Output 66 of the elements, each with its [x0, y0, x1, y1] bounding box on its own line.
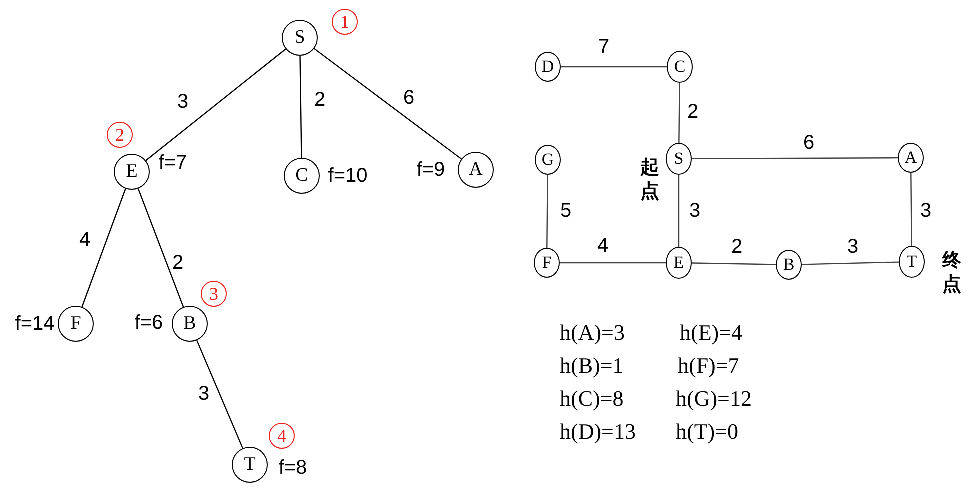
edge-label: 3 — [920, 201, 932, 221]
heuristic-value: h(E)=4 — [680, 322, 742, 344]
step-number: 4 — [269, 423, 295, 449]
edge-label: 2 — [314, 90, 326, 110]
f-value-label: f=7 — [158, 153, 188, 173]
edge-label: 2 — [687, 102, 699, 122]
edge-label: 4 — [597, 236, 609, 256]
edge-line — [678, 83, 680, 143]
edge-line — [146, 48, 286, 162]
step-number: 1 — [332, 9, 358, 35]
heuristic-value: h(A)=3 — [560, 322, 625, 344]
edge-label: 3 — [689, 201, 701, 221]
heuristic-value: h(F)=7 — [678, 355, 740, 377]
edge-line — [561, 66, 667, 68]
edge-label: 2 — [172, 253, 184, 273]
edge-line — [82, 188, 126, 308]
f-value-label: f=14 — [15, 314, 55, 334]
edge-line — [314, 48, 462, 160]
node-circle: F — [534, 248, 560, 278]
f-value-label: f=8 — [278, 458, 308, 478]
edge-label: 6 — [803, 133, 815, 153]
edge-line — [802, 262, 900, 266]
heuristic-value: h(C)=8 — [560, 388, 624, 410]
edge-line — [300, 56, 302, 158]
node-circle: B — [776, 250, 802, 280]
edge-line — [196, 340, 244, 449]
point-label: 起点 — [640, 156, 660, 204]
node-circle: C — [284, 158, 320, 194]
edge-line — [560, 262, 666, 264]
edge-label: 2 — [731, 237, 743, 257]
node-circle: T — [899, 246, 925, 278]
edge-label: 5 — [560, 201, 572, 221]
heuristic-value: h(D)=13 — [560, 421, 636, 443]
node-circle: S — [666, 143, 692, 175]
node-circle: C — [667, 51, 693, 83]
heuristic-value: h(T)=0 — [676, 421, 738, 443]
node-circle: B — [172, 306, 208, 342]
node-circle: A — [898, 143, 924, 173]
node-circle: S — [282, 20, 318, 56]
node-circle: E — [666, 247, 692, 279]
node-circle: D — [535, 52, 561, 82]
f-value-label: f=9 — [416, 160, 446, 180]
edge-label: 7 — [598, 37, 610, 57]
node-circle: G — [535, 145, 561, 175]
step-number: 3 — [201, 281, 227, 307]
edge-label: 3 — [847, 237, 859, 257]
heuristic-value: h(B)=1 — [560, 355, 624, 377]
node-circle: T — [232, 447, 268, 483]
node-circle: A — [458, 152, 494, 188]
node-circle: F — [58, 306, 94, 342]
edge-line — [910, 173, 912, 246]
edge-line — [546, 175, 548, 248]
heuristic-value: h(G)=12 — [676, 388, 752, 410]
edge-line — [692, 157, 898, 160]
edge-line — [678, 175, 680, 247]
edge-line — [692, 262, 776, 266]
edge-label: 4 — [79, 230, 91, 250]
node-circle: E — [114, 154, 150, 190]
step-number: 2 — [107, 122, 133, 148]
point-label: 终点 — [942, 249, 962, 297]
edge-line — [138, 188, 184, 308]
edge-label: 6 — [403, 88, 415, 108]
f-value-label: f=10 — [328, 166, 368, 186]
f-value-label: f=6 — [134, 313, 164, 333]
edge-label: 3 — [198, 384, 210, 404]
edge-label: 3 — [177, 92, 189, 112]
